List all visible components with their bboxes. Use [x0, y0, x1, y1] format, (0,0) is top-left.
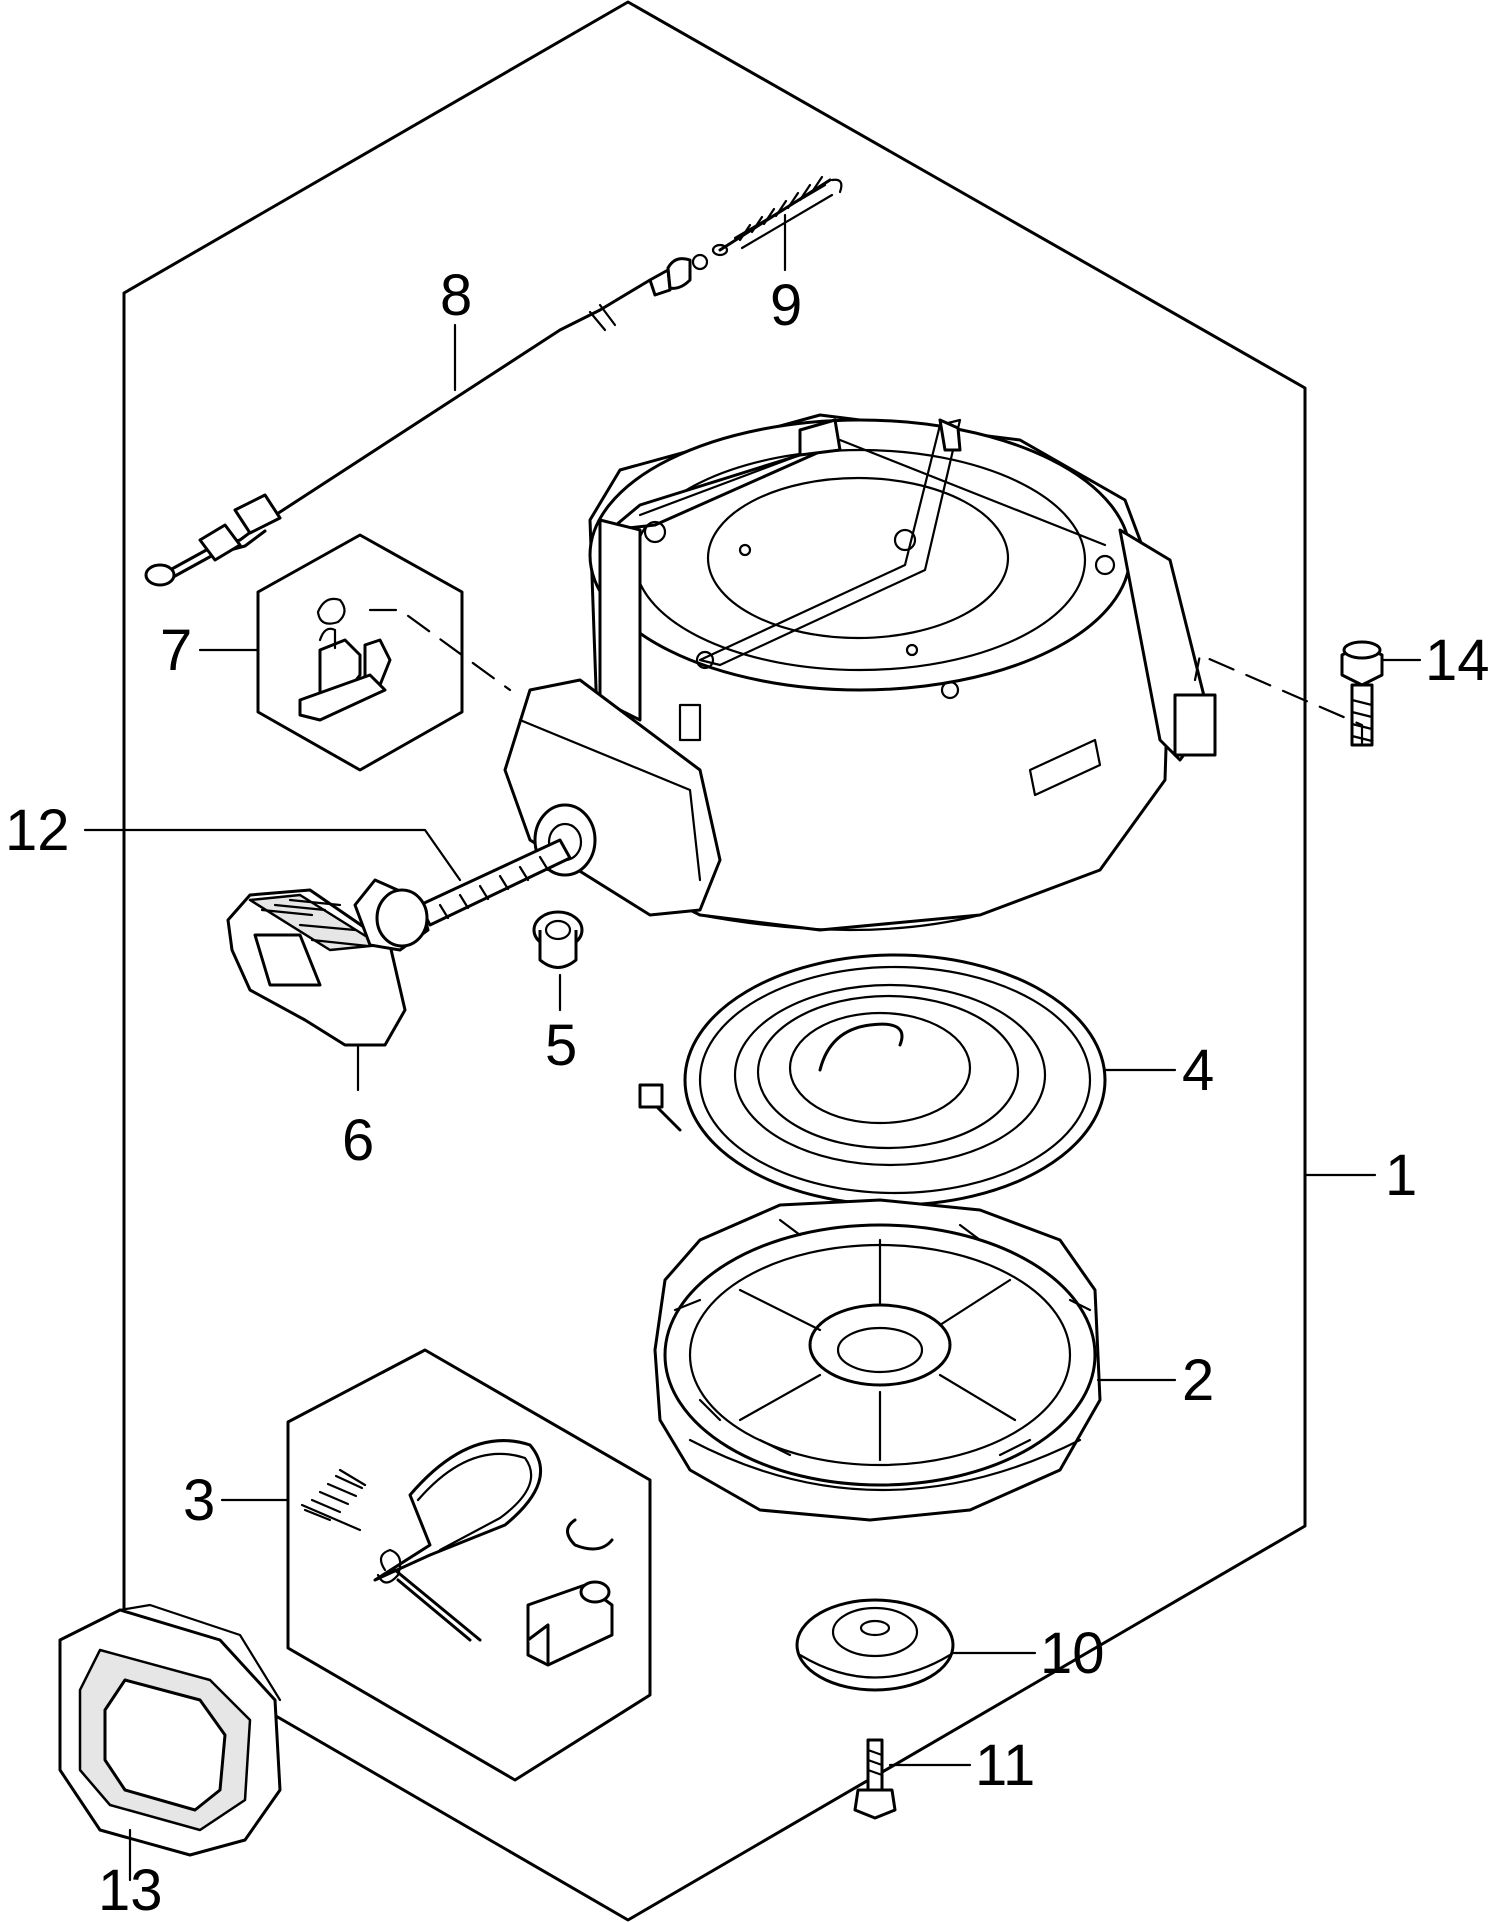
- throttle-cable: [144, 253, 709, 587]
- callout-labels: 1 2 3 4 5 6 7 8 9 10 11 12 13 14: [5, 263, 1490, 1922]
- callout-1: 1: [1385, 1143, 1417, 1208]
- callout-9: 9: [770, 273, 802, 338]
- pulley: [653, 1198, 1102, 1522]
- callout-5: 5: [545, 1013, 577, 1078]
- starter-handle: [226, 878, 430, 1047]
- bolt-small: [853, 1738, 897, 1820]
- assembly-boundary: [122, 0, 1307, 1922]
- leader-lines: [83, 213, 1422, 1882]
- callout-11: 11: [975, 1733, 1035, 1798]
- callout-8: 8: [440, 263, 472, 328]
- callout-4: 4: [1182, 1038, 1214, 1103]
- pawl-kit: [286, 1348, 652, 1782]
- return-spring: [711, 175, 843, 257]
- callout-7: 7: [160, 618, 192, 683]
- callout-14: 14: [1425, 628, 1490, 693]
- callout-2: 2: [1182, 1348, 1214, 1413]
- callout-3: 3: [183, 1468, 215, 1533]
- grommet: [58, 1603, 282, 1857]
- lock-kit: [256, 533, 464, 772]
- callout-13: 13: [98, 1858, 163, 1922]
- bushing: [532, 910, 584, 969]
- callout-12: 12: [5, 798, 70, 863]
- callout-10: 10: [1040, 1621, 1105, 1686]
- callout-6: 6: [342, 1108, 374, 1173]
- friction-plate: [795, 1598, 955, 1692]
- mounting-bolt: [1340, 640, 1384, 747]
- rewind-spring: [638, 953, 1107, 1207]
- starter-case: [503, 413, 1217, 932]
